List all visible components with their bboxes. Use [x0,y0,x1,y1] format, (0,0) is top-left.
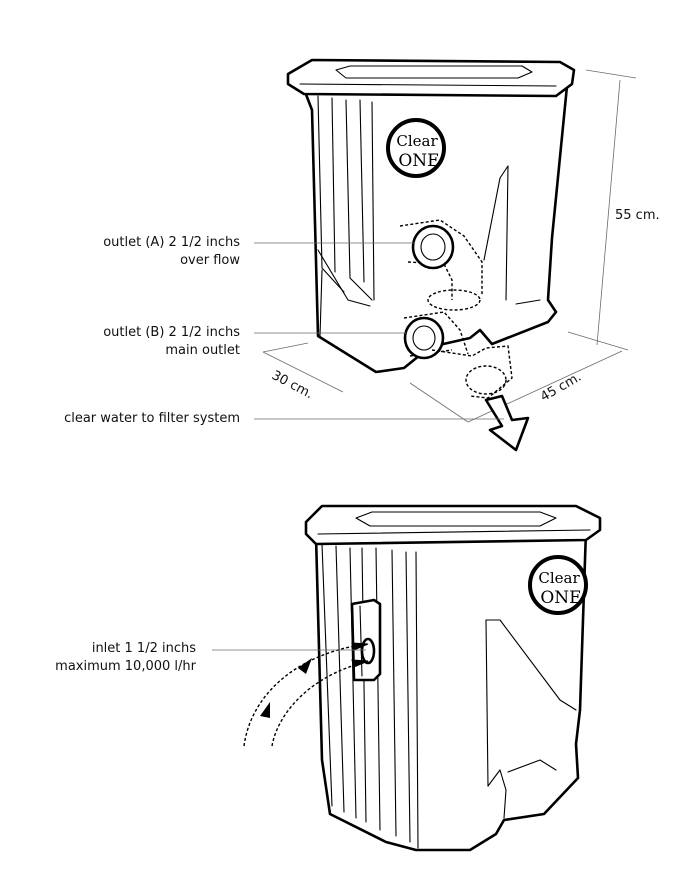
clearone-logo-top: Clear ONE [386,118,446,178]
inlet-label: inlet 1 1/2 inchs maximum 10,000 l/hr [55,640,196,676]
outlet-a-port [399,219,483,300]
clearone-logo-bottom: Clear ONE [528,555,588,615]
outlet-b-line1: outlet (B) 2 1/2 inchs [103,325,240,340]
outlet-b-port [403,289,513,399]
inlet-line1: inlet 1 1/2 inchs [91,641,196,656]
logo-word-one: ONE [540,588,581,608]
top-filter-box: Clear ONE [254,58,637,452]
clear-water-label: clear water to filter system [64,411,240,426]
outlet-a-label: outlet (A) 2 1/2 inchs over flow [103,234,240,270]
logo-word-one: ONE [398,151,439,171]
logo-word-clear: Clear [396,132,438,150]
bottom-filter-box: Clear ONE [212,504,602,852]
outlet-b-line2: main outlet [165,343,240,358]
outlet-b-label: outlet (B) 2 1/2 inchs main outlet [103,324,240,360]
logo-word-clear: Clear [538,569,580,587]
inflow-arrows [243,642,369,747]
inlet-port [360,637,376,665]
outlet-a-line2: over flow [180,253,240,268]
inlet-line2: maximum 10,000 l/hr [55,659,196,674]
outlet-a-line1: outlet (A) 2 1/2 inchs [103,235,240,250]
height-dimension-label: 55 cm. [615,208,660,223]
flow-out-arrow [484,394,530,452]
